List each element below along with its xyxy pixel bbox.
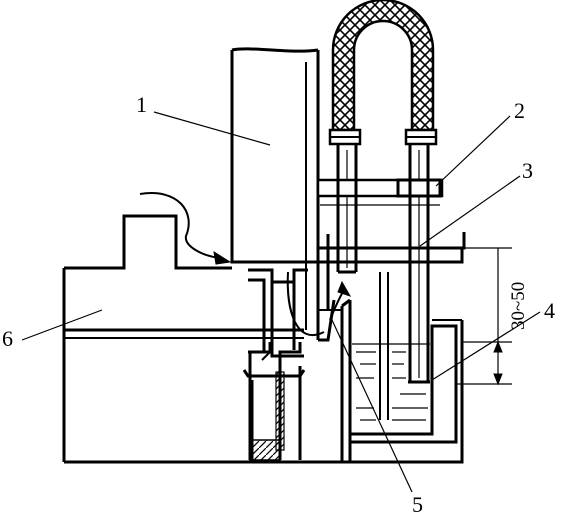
label-1: 1 xyxy=(136,92,147,117)
leader-lines xyxy=(21,111,541,493)
u-hose xyxy=(331,0,435,132)
label-5: 5 xyxy=(412,492,423,517)
left-tube xyxy=(336,144,358,274)
label-3: 3 xyxy=(522,158,533,183)
label-4: 4 xyxy=(544,298,555,323)
leader-2 xyxy=(435,115,511,187)
part-1-block xyxy=(230,47,320,330)
dimension-text: 30~50 xyxy=(508,282,529,330)
leader-3 xyxy=(419,175,521,247)
leader-6 xyxy=(21,309,103,341)
support-plate xyxy=(316,232,466,264)
liquid-surface xyxy=(352,343,430,421)
label-6: 6 xyxy=(2,326,13,351)
leader-5 xyxy=(331,319,413,493)
siphon-spout xyxy=(286,262,352,342)
leader-4 xyxy=(431,311,541,381)
label-2: 2 xyxy=(514,98,525,123)
flow-arrow xyxy=(139,192,232,265)
center-flange xyxy=(242,268,308,460)
part-4-reservoir xyxy=(350,319,464,464)
leader-1 xyxy=(153,111,271,146)
part-6-body xyxy=(62,214,350,464)
hose-clamps xyxy=(328,128,438,146)
dimension-30-50: 30~50 xyxy=(456,247,529,386)
